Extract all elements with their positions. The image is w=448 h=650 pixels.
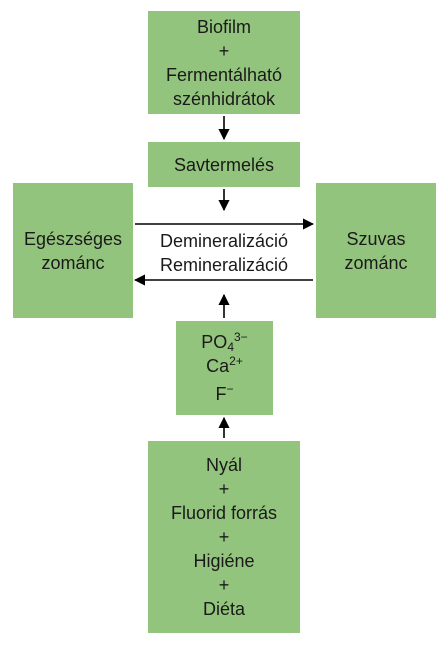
plus-text-1: + [218,479,230,499]
calcium-base: Ca [206,356,230,376]
acid-production-text: Savtermelés [173,154,275,175]
demineralization-label: Demineralizáció [159,231,289,251]
fermentable-text: Fermentálható [165,64,283,85]
plus-text: + [218,40,230,61]
plus-text-3: + [218,575,230,595]
hygiene-text: Higiéne [193,551,255,571]
fluoride-base: F [215,384,227,404]
healthy-enamel-box: Egészséges zománc [13,183,133,318]
remineralization-label: Remineralizáció [159,255,289,275]
fluoride-source-text: Fluorid forrás [170,503,278,523]
enamel-text-right: zománc [344,252,408,273]
diet-text: Diéta [202,599,246,619]
biofilm-text: Biofilm [196,16,251,37]
fluoride-superscript: − [226,382,234,396]
healthy-text: Egészséges [23,228,123,249]
fluoride-ion: F− [215,382,233,406]
carbohydrates-text: szénhidrátok [172,88,276,109]
carious-enamel-box: Szuvas zománc [316,183,436,318]
enamel-text-left: zománc [41,252,105,273]
phosphate-superscript: 3− [234,330,248,344]
saliva-text: Nyál [205,455,242,475]
phosphate-base: PO [201,332,228,352]
acid-production-box: Savtermelés [148,142,300,187]
plus-text-2: + [218,527,230,547]
biofilm-box: Biofilm + Fermentálható szénhidrátok [148,11,300,114]
phosphate-subscript: 4 [227,340,234,354]
saliva-factors-box: Nyál + Fluorid forrás + Higiéne + Diéta [148,441,300,633]
carious-text: Szuvas [346,228,406,249]
calcium-superscript: 2+ [229,354,243,368]
